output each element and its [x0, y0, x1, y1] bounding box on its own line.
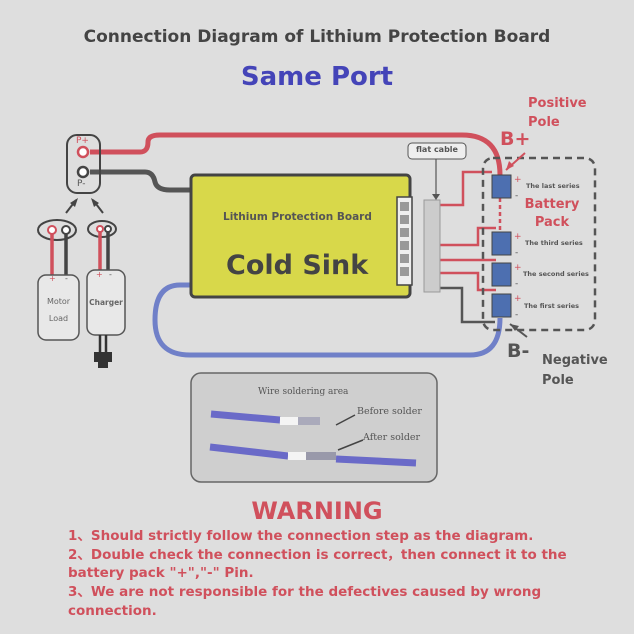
positive-wire — [90, 132, 503, 176]
warning-title: WARNING — [251, 497, 383, 525]
motor-load — [37, 274, 80, 341]
motor-line1: Motor — [46, 297, 71, 306]
solder-title: Wire soldering area — [258, 387, 349, 397]
svg-text:-: - — [515, 279, 518, 289]
plug-icon — [94, 352, 112, 368]
flat-cable-bar — [423, 199, 441, 293]
same-port-heading: Same Port — [240, 62, 394, 92]
b-plus-label: B+ — [500, 128, 531, 150]
output-port — [66, 134, 101, 194]
motor-line2: Load — [48, 314, 69, 323]
board-label: Lithium Protection Board — [223, 211, 372, 223]
series-label-first: The first series — [524, 302, 579, 310]
flat-cable-label: flat cable — [416, 145, 458, 154]
svg-text:-: - — [515, 310, 518, 320]
after-solder-label: After solder — [363, 432, 421, 443]
svg-text:+: + — [514, 175, 522, 185]
charger-label: Charger — [89, 298, 123, 307]
motor-plus: + — [49, 274, 56, 283]
sense-wires — [440, 170, 502, 292]
series-label-last: The last series — [526, 182, 580, 190]
page-title: Connection Diagram of Lithium Protection… — [83, 27, 551, 47]
battery-cells — [491, 174, 512, 318]
battery-pack-outline — [481, 156, 597, 332]
before-solder-label: Before solder — [357, 406, 422, 417]
svg-text:+: + — [514, 263, 522, 273]
warning-line-3: battery pack "+","-" Pin. — [68, 565, 254, 582]
p-plus-label: P+ — [76, 136, 89, 146]
cell-first — [491, 293, 512, 318]
p-minus-label: P- — [77, 179, 86, 189]
charger-plus: + — [96, 270, 103, 279]
warning-line-2: 2、Double check the connection is correct… — [68, 546, 567, 563]
cell-polarity: + + + + — [514, 175, 522, 304]
pack-line1: Battery — [524, 197, 580, 212]
b-minus-label: B- — [507, 340, 530, 362]
svg-text:-: - — [515, 248, 518, 258]
cell-third — [491, 231, 512, 256]
svg-text:+: + — [514, 294, 522, 304]
positive-label-line1: Positive — [528, 96, 587, 111]
pack-line2: Pack — [534, 215, 570, 230]
negative-label-line2: Pole — [542, 373, 574, 388]
series-label-second: The second series — [523, 270, 589, 278]
charger-minus: - — [109, 270, 112, 279]
b-minus-wire — [152, 282, 503, 358]
series-label-third: The third series — [525, 239, 583, 247]
warning-line-1: 1、Should strictly follow the connection … — [68, 528, 534, 544]
svg-text:-: - — [515, 191, 518, 201]
negative-output-wire — [90, 169, 192, 193]
warning-line-5: connection. — [68, 602, 157, 619]
positive-label-line2: Pole — [528, 115, 560, 130]
warning-line-4: 3、We are not responsible for the defecti… — [68, 584, 542, 601]
warning-text: 1、Should strictly follow the connection … — [68, 527, 567, 621]
negative-label-line1: Negative — [542, 353, 608, 368]
board-name: Cold Sink — [226, 250, 369, 281]
motor-minus: - — [65, 274, 68, 283]
svg-text:+: + — [514, 232, 522, 242]
cell-last — [491, 174, 512, 199]
cell-second — [491, 262, 512, 287]
